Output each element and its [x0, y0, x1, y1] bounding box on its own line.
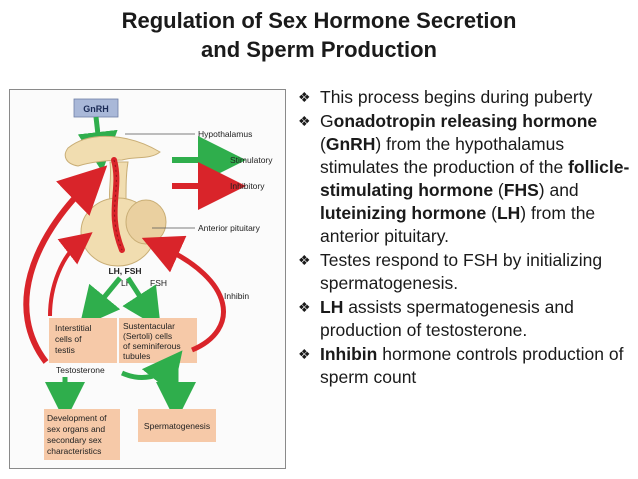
bullet-run-text: (	[486, 203, 497, 223]
hypothalamus-shape	[64, 135, 161, 167]
bullet-bold-text: GnRH	[325, 134, 376, 154]
development-line-2: sex organs and	[47, 424, 105, 434]
bullet-run-text: hormone controls production of sperm cou…	[320, 344, 624, 387]
testosterone-feedback-arrow	[23, 165, 108, 364]
anterior-pituitary-label: Anterior pituitary	[198, 223, 261, 233]
interstitial-line-2: cells of	[55, 334, 82, 344]
stimulatory-legend-label: Stimulatory	[230, 155, 273, 165]
sertoli-line-1: Sustentacular	[123, 321, 175, 331]
slide-title: Regulation of Sex Hormone Secretion and …	[0, 6, 638, 64]
testosterone-pituitary-arrow	[48, 232, 93, 317]
testosterone-to-sertoli-arrow	[120, 350, 183, 395]
bullet-run-text: (	[493, 180, 504, 200]
development-line-1: Development of	[47, 413, 107, 423]
portal-vessel-outline	[113, 159, 123, 251]
bullet-bold-text: Inhibin	[320, 344, 378, 364]
bullet-run-text: assists spermatogenesis and production o…	[320, 297, 574, 340]
bullet-bold-text: onadotropin releasing hormone	[333, 111, 598, 131]
diamond-bullet-icon: ❖	[298, 252, 311, 268]
spermatogenesis-box	[138, 409, 216, 442]
bullet-item: ❖ Testes respond to FSH by initializing s…	[296, 249, 634, 295]
bullet-item: ❖Gonadotropin releasing hormone (GnRH) f…	[296, 110, 634, 248]
bullet-run-text: G	[320, 111, 334, 131]
bullet-list: ❖ This process begins during puberty ❖ Gon…	[296, 86, 634, 390]
posterior-pituitary-shape	[125, 199, 167, 245]
interstitial-cells-box	[49, 318, 117, 363]
hormone-regulation-diagram: GnRH Hypothalamus Anterior pituitary Sti…	[9, 89, 286, 469]
bullet-text: Inhibin hormone controls production of s…	[320, 344, 623, 387]
bullet-bold-text: FHS	[503, 180, 539, 200]
bullet-run-text: ) and	[538, 180, 579, 200]
diamond-bullet-icon: ❖	[298, 346, 311, 362]
bullet-bold-text: LH	[320, 297, 344, 317]
development-box	[44, 409, 120, 460]
gnrh-label: GnRH	[83, 104, 109, 114]
title-line-1: Regulation of Sex Hormone Secretion	[121, 8, 517, 33]
diamond-bullet-icon: ❖	[298, 89, 311, 105]
bullet-bold-text: luteinizing hormone	[320, 203, 487, 223]
bullet-run-text: This process begins during puberty	[320, 87, 593, 107]
fsh-label: FSH	[150, 278, 167, 288]
inhibin-arrow	[141, 235, 226, 353]
bullet-text: This process begins during puberty	[320, 87, 592, 107]
sertoli-line-3: of seminiferous	[123, 341, 181, 351]
bullet-text: LH assists spermatogenesis and productio…	[320, 297, 574, 340]
interstitial-line-3: testis	[55, 345, 75, 355]
development-line-4: characteristics	[47, 446, 101, 456]
fsh-arrow	[122, 276, 161, 329]
bullet-run-text: Testes respond to FSH by initializing sp…	[320, 250, 603, 293]
bullet-run-text: ) from the hypothalamus stimulates the p…	[320, 134, 569, 177]
bullet-item: ❖ Inhibin hormone controls production of …	[296, 343, 634, 389]
bullet-bold-text: LH	[496, 203, 521, 223]
bullet-run-text: (	[320, 134, 326, 154]
bullet-bold-text: follicle-stimulating hormone	[320, 157, 630, 200]
diagram-canvas: GnRH Hypothalamus Anterior pituitary Sti…	[23, 98, 273, 460]
sertoli-line-4: tubules	[123, 351, 150, 361]
diamond-bullet-icon: ❖	[298, 299, 311, 315]
testosterone-label: Testosterone	[56, 365, 105, 375]
bullet-text: Testes respond to FSH by initializing sp…	[320, 250, 602, 293]
lh-fsh-label: LH, FSH	[108, 266, 141, 276]
development-line-3: secondary sex	[47, 435, 103, 445]
interstitial-line-1: Interstitial	[55, 323, 91, 333]
bullet-item: ❖ This process begins during puberty	[296, 86, 634, 109]
inhibin-label: Inhibin	[224, 291, 249, 301]
spermatogenesis-label: Spermatogenesis	[144, 421, 210, 431]
diamond-bullet-icon: ❖	[298, 113, 311, 129]
bullet-text: Gonadotropin releasing hormone (GnRH) fr…	[320, 111, 629, 246]
bullet-item: ❖ LH assists spermatogenesis and producti…	[296, 296, 634, 342]
bullet-run-text: ) from the anterior pituitary.	[320, 203, 596, 246]
title-line-2: and Sperm Production	[201, 37, 437, 62]
lh-label: LH	[121, 278, 132, 288]
inhibitory-legend-label: Inhibitory	[230, 181, 265, 191]
lh-arrow	[79, 276, 122, 328]
hypothalamus-label: Hypothalamus	[198, 129, 252, 139]
sertoli-line-2: (Sertoli) cells	[123, 331, 172, 341]
